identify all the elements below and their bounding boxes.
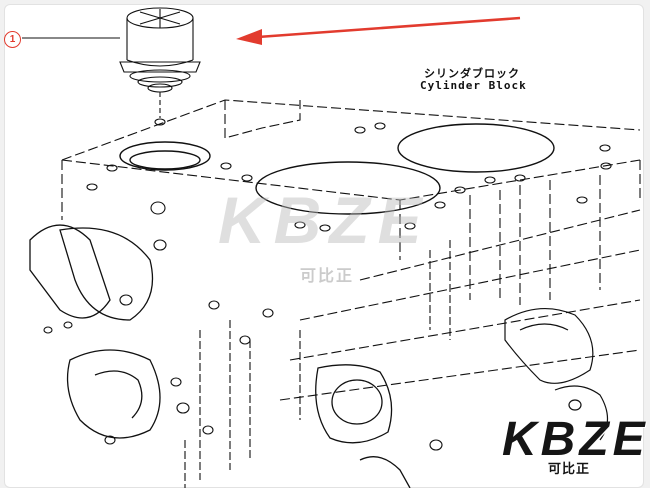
watermark-logo-center: KBZE	[218, 183, 430, 257]
cylinder-block-outline	[61, 99, 641, 401]
diagram-panel	[4, 4, 644, 488]
cylinder-bores	[119, 123, 555, 215]
watermark-subtitle-center: 可比正	[300, 268, 355, 285]
watermark-subtitle-corner: 可比正	[548, 461, 591, 476]
block-ribs	[184, 240, 451, 488]
bolt-holes	[43, 122, 612, 451]
pointer-arrow	[236, 16, 521, 45]
crank-bearing	[504, 307, 609, 441]
part-label-english: Cylinder Block	[420, 79, 527, 92]
watermark-logo-corner: KBZE	[502, 413, 649, 466]
thermostat-part	[119, 7, 201, 126]
part-label-japanese: シリンダブロック	[424, 67, 520, 80]
callout-number-badge: 1	[4, 31, 21, 48]
side-openings	[29, 224, 411, 488]
